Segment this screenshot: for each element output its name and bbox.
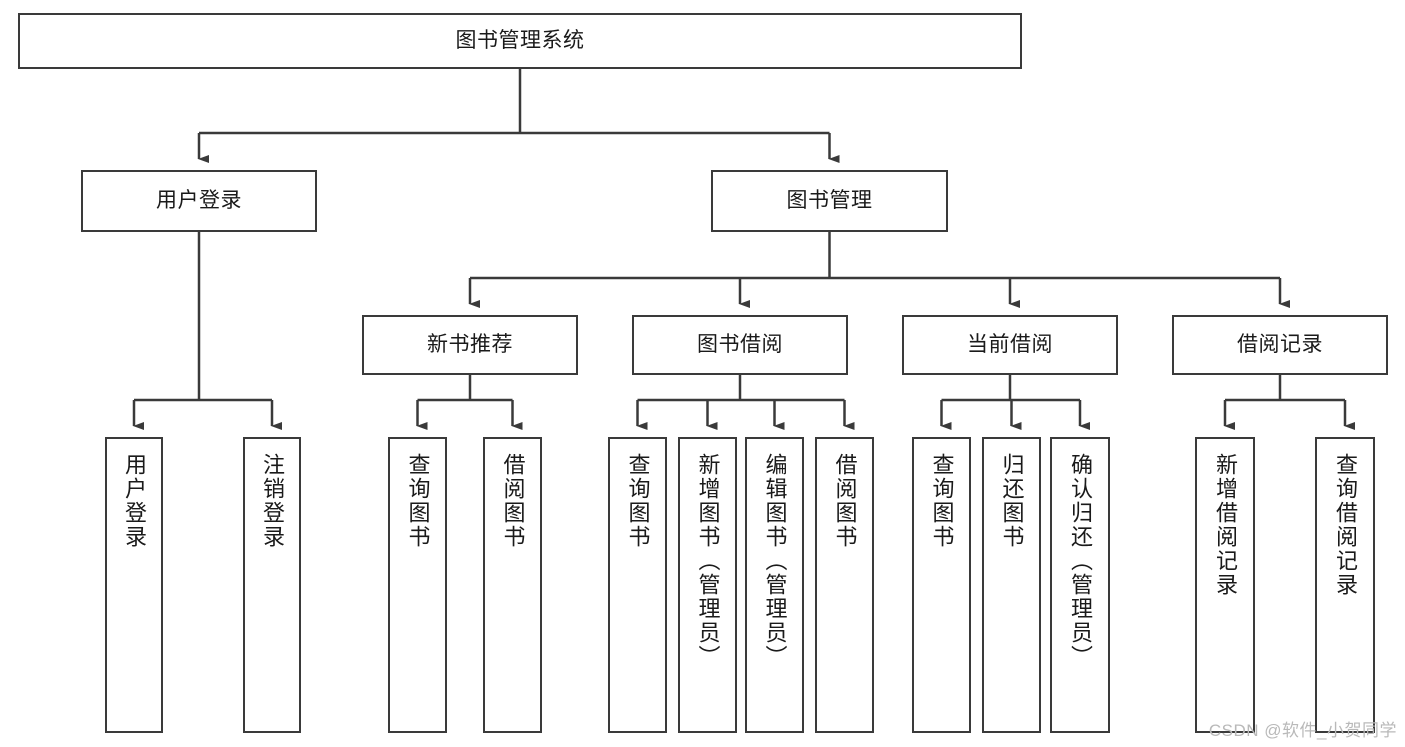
node-label: 图书管理系统 xyxy=(455,28,585,52)
node-label: 编辑图书（管理员） xyxy=(762,453,788,669)
node-label: 查询借阅记录 xyxy=(1333,453,1358,597)
node-leaf-confirm-return[interactable]: 确认归还（管理员） xyxy=(1050,437,1110,733)
node-book-borrow[interactable]: 图书借阅 xyxy=(632,315,848,375)
node-current-borrow[interactable]: 当前借阅 xyxy=(902,315,1118,375)
edge-paths xyxy=(132,69,1355,430)
node-borrow-record[interactable]: 借阅记录 xyxy=(1172,315,1388,375)
node-leaf-query-book-recommend[interactable]: 查询图书 xyxy=(388,437,447,733)
node-leaf-query-book-borrow[interactable]: 查询图书 xyxy=(608,437,667,733)
node-new-book-recommend[interactable]: 新书推荐 xyxy=(362,315,578,375)
node-label: 查询图书 xyxy=(929,453,955,549)
node-label: 查询图书 xyxy=(625,453,651,549)
node-label: 借阅记录 xyxy=(1237,332,1323,356)
node-leaf-borrow-book[interactable]: 借阅图书 xyxy=(815,437,874,733)
node-leaf-edit-book[interactable]: 编辑图书（管理员） xyxy=(745,437,804,733)
node-leaf-add-borrow-record[interactable]: 新增借阅记录 xyxy=(1195,437,1255,733)
node-user-login[interactable]: 用户登录 xyxy=(81,170,317,232)
node-leaf-user-login[interactable]: 用户登录 xyxy=(105,437,163,733)
node-book-management[interactable]: 图书管理 xyxy=(711,170,948,232)
node-label: 新增借阅记录 xyxy=(1213,453,1238,597)
node-label: 当前借阅 xyxy=(967,332,1053,356)
node-label: 借阅图书 xyxy=(500,453,526,549)
node-leaf-borrow-book-recommend[interactable]: 借阅图书 xyxy=(483,437,542,733)
node-leaf-return-book[interactable]: 归还图书 xyxy=(982,437,1041,733)
node-root[interactable]: 图书管理系统 xyxy=(18,13,1022,69)
node-leaf-query-borrow-record[interactable]: 查询借阅记录 xyxy=(1315,437,1375,733)
node-leaf-add-book[interactable]: 新增图书（管理员） xyxy=(678,437,737,733)
node-label: 查询图书 xyxy=(405,453,431,549)
node-label: 用户登录 xyxy=(156,188,242,212)
node-label: 新增图书（管理员） xyxy=(695,453,721,669)
node-label: 图书管理 xyxy=(786,188,873,212)
node-label: 新书推荐 xyxy=(427,332,513,356)
node-label: 借阅图书 xyxy=(832,453,858,549)
node-label: 图书借阅 xyxy=(697,332,783,356)
node-label: 用户登录 xyxy=(122,453,147,549)
node-label: 注销登录 xyxy=(260,453,285,549)
node-label: 归还图书 xyxy=(999,453,1025,549)
node-leaf-logout[interactable]: 注销登录 xyxy=(243,437,301,733)
node-leaf-query-book-current[interactable]: 查询图书 xyxy=(912,437,971,733)
node-label: 确认归还（管理员） xyxy=(1068,453,1093,669)
